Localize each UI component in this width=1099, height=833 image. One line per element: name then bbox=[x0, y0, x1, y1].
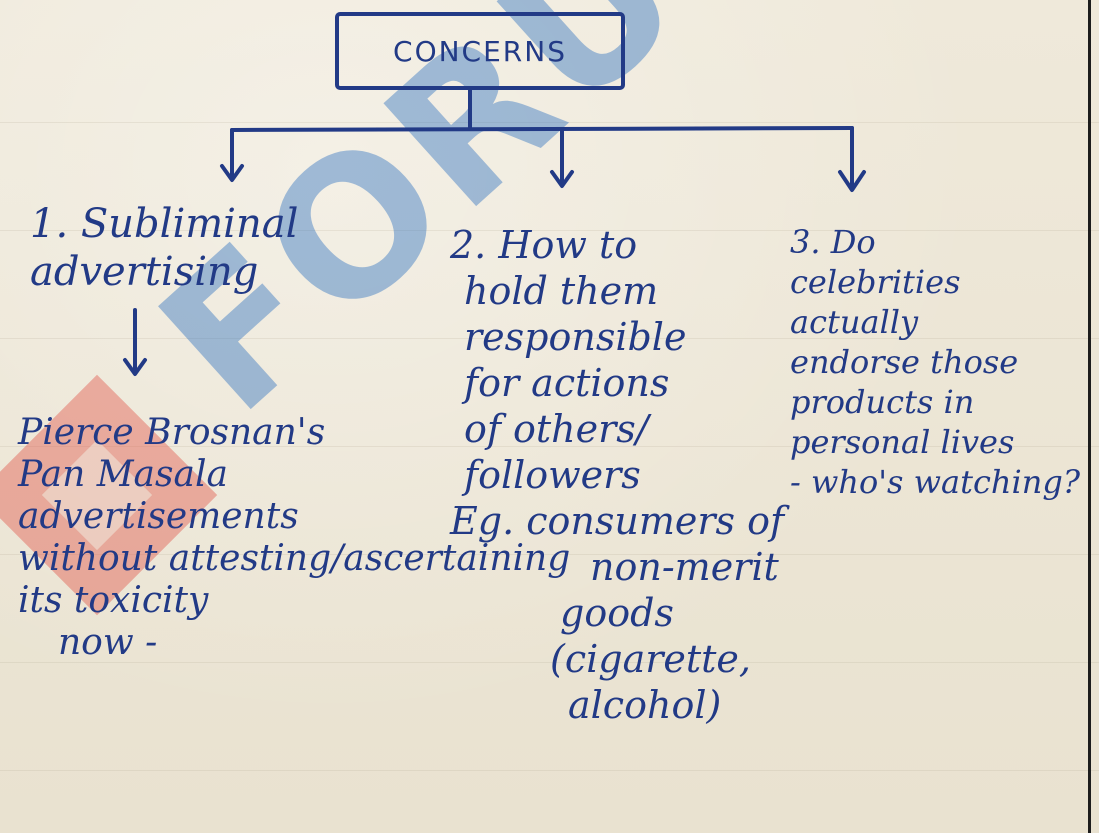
branch-connector bbox=[230, 126, 854, 132]
concern-text-line: goods bbox=[560, 591, 674, 635]
concern-text-line: responsible bbox=[464, 315, 687, 359]
concern-text-line: 1. Subliminal bbox=[30, 201, 299, 247]
ruled-line bbox=[0, 662, 1099, 663]
ruled-line bbox=[0, 338, 1099, 339]
example-text-line: without attesting/ascertaining bbox=[18, 538, 571, 579]
ruled-line bbox=[0, 230, 1099, 231]
arrow-down-icon bbox=[123, 308, 147, 376]
arrow-down-icon bbox=[550, 128, 574, 188]
concern-text-line: endorse those bbox=[790, 343, 1019, 381]
arrow-down-icon bbox=[838, 126, 866, 192]
concern-responsibility: 2. How to hold them responsible for acti… bbox=[450, 222, 784, 728]
arrow-down-icon bbox=[220, 128, 244, 182]
concern-text-line: non-merit bbox=[590, 545, 779, 589]
concern-text-line: advertising bbox=[30, 249, 259, 295]
example-text-line: Pan Masala bbox=[18, 454, 228, 495]
concern-text-line: actually bbox=[790, 303, 919, 341]
example-text-line: advertisements bbox=[18, 496, 299, 537]
ruled-line bbox=[0, 770, 1099, 771]
concern-text-line: Eg. consumers of bbox=[450, 499, 785, 543]
concern-text-line: 2. How to bbox=[450, 223, 638, 267]
example-text-line: Pierce Brosnan's bbox=[18, 412, 326, 453]
concern-text-line: 3. Do bbox=[790, 223, 876, 261]
example-text-line: its toxicity bbox=[18, 580, 209, 621]
concern-text-line: celebrities bbox=[790, 263, 961, 301]
concern-text-line: of others/ bbox=[464, 407, 649, 451]
concern-subliminal-advertising: 1. Subliminal advertising bbox=[30, 200, 298, 296]
concern-text-line: - who's watching? bbox=[790, 463, 1080, 501]
ruled-line bbox=[0, 446, 1099, 447]
diagram-title: CONCERNS bbox=[393, 34, 567, 68]
example-pierce-brosnan: Pierce Brosnan's Pan Masala advertisemen… bbox=[18, 412, 570, 664]
page-edge bbox=[1088, 0, 1091, 833]
concern-text-line: followers bbox=[464, 453, 641, 497]
title-box-border bbox=[335, 12, 625, 90]
concern-celebrity-endorsement: 3. Do celebrities actually endorse those… bbox=[790, 222, 1080, 502]
ruled-line bbox=[0, 122, 1099, 123]
ruled-line bbox=[0, 554, 1099, 555]
example-text-line: now - bbox=[58, 622, 158, 663]
concern-text-line: hold them bbox=[464, 269, 659, 313]
concern-text-line: products in bbox=[790, 383, 975, 421]
concern-text-line: (cigarette, bbox=[550, 637, 752, 681]
concern-text-line: for actions bbox=[464, 361, 670, 405]
concern-text-line: alcohol) bbox=[568, 683, 722, 727]
concern-text-line: personal lives bbox=[790, 423, 1015, 461]
